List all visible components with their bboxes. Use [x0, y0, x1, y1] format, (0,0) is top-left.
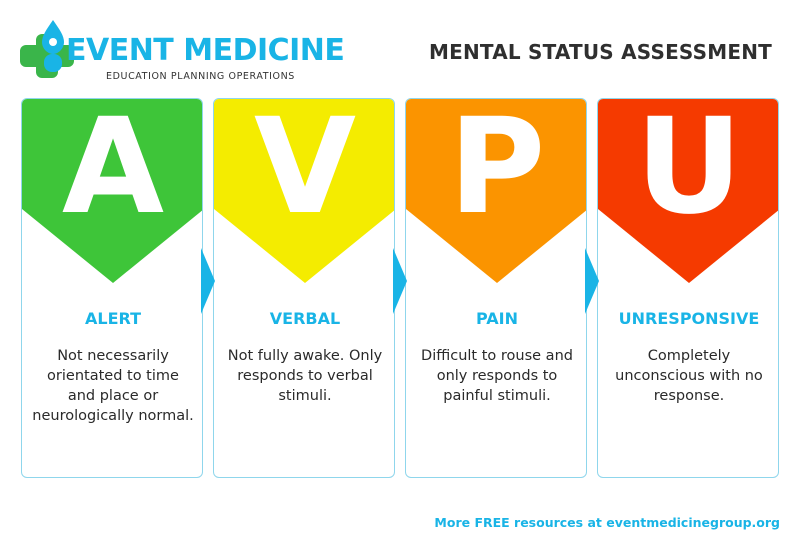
card-label: UNRESPONSIVE [618, 309, 760, 328]
card-banner [22, 99, 202, 283]
card-description: Completely unconscious with no response. [615, 348, 763, 404]
card-letter: V [253, 98, 357, 244]
footer-resources-text: More FREE resources at eventmedicinegrou… [434, 515, 780, 530]
card-banner [598, 99, 778, 283]
card-letter: P [448, 98, 546, 244]
event-medicine-logo: EVENT MEDICINE EDUCATION PLANNING OPERAT… [20, 16, 345, 82]
banner-shape [406, 99, 586, 283]
card-pain: P PAIN Difficult to rouse and only respo… [405, 98, 587, 478]
card-banner [214, 99, 394, 283]
card-label: ALERT [84, 309, 142, 328]
logo-tagline: EDUCATION PLANNING OPERATIONS [106, 71, 295, 82]
card-letter: U [635, 98, 743, 244]
card-description: Difficult to rouse and only responds to … [421, 348, 573, 404]
card-unresponsive: U UNRESPONSIVE Completely unconscious wi… [597, 98, 779, 478]
card-alert: A ALERT Not necessarily orientated to ti… [21, 98, 203, 478]
card-banner [406, 99, 586, 283]
card-letter: A [61, 98, 165, 244]
chevron-right-icon [585, 248, 599, 314]
chevron-right-icon [201, 248, 215, 314]
medical-cross-icon [20, 20, 74, 78]
card-label: VERBAL [269, 309, 341, 328]
card-description: Not necessarily orientated to time and p… [32, 348, 194, 424]
logo-name: EVENT MEDICINE [66, 33, 345, 68]
banner-shape [214, 99, 394, 283]
page-title: MENTAL STATUS ASSESSMENT [429, 40, 772, 64]
banner-shape [598, 99, 778, 283]
chevron-right-icon [393, 248, 407, 314]
card-label: PAIN [476, 309, 518, 328]
card-description: Not fully awake. Only responds to verbal… [227, 348, 383, 404]
card-verbal: V VERBAL Not fully awake. Only responds … [213, 98, 395, 478]
banner-shape [22, 99, 202, 283]
